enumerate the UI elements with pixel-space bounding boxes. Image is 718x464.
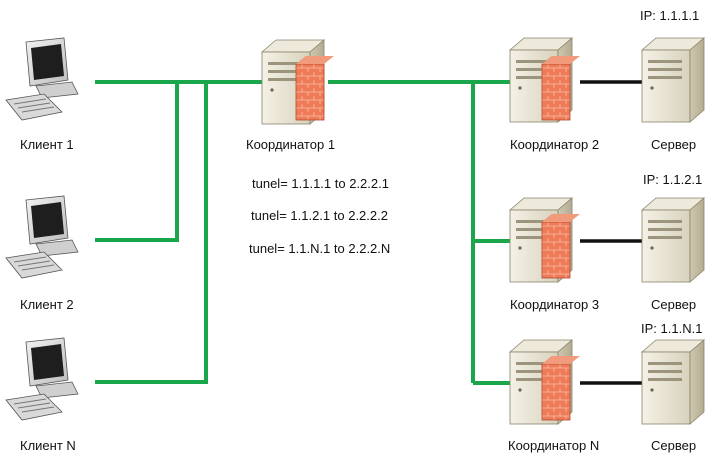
- server-2-label: Сервер: [651, 297, 697, 312]
- coordinator-n-label: Координатор N: [508, 438, 600, 453]
- black-links: [580, 80, 645, 385]
- tunnel-1-text: tunel= 1.1.1.1 to 2.2.2.1: [252, 176, 389, 191]
- client-n-label: Клиент N: [20, 438, 76, 453]
- client-2-label: Клиент 2: [20, 297, 74, 312]
- server-n-ip: IP: 1.1.N.1: [641, 321, 703, 336]
- coordinator-2-label: Координатор 2: [510, 137, 600, 152]
- client-n-computer-icon: [5, 337, 79, 421]
- hub-coordinator-label: Координатор 1: [246, 137, 336, 152]
- hub-coordinator-icon: [261, 39, 335, 125]
- tunnel-2-text: tunel= 1.1.2.1 to 2.2.2.2: [251, 208, 388, 223]
- client-1-label: Клиент 1: [20, 137, 74, 152]
- coordinator-n-icon: [509, 339, 581, 425]
- server-2-icon: [641, 197, 705, 283]
- server-2-ip: IP: 1.1.2.1: [643, 172, 703, 187]
- tunnel-n-text: tunel= 1.1.N.1 to 2.2.2.N: [249, 241, 391, 256]
- coordinator-3-icon: [509, 197, 581, 283]
- link-client2-hub: [95, 84, 179, 242]
- server-n-label: Сервер: [651, 438, 697, 453]
- server-1-ip: IP: 1.1.1.1: [640, 8, 700, 23]
- server-1-icon: [641, 37, 705, 123]
- green-links: [95, 80, 512, 385]
- coordinator-3-label: Координатор 3: [510, 297, 600, 312]
- coordinator-2-icon: [509, 37, 581, 123]
- link-clientN-hub: [95, 84, 208, 384]
- client-2-computer-icon: [5, 195, 79, 279]
- server-1-label: Сервер: [651, 137, 697, 152]
- client-1-computer-icon: [5, 37, 79, 121]
- server-n-icon: [641, 339, 705, 425]
